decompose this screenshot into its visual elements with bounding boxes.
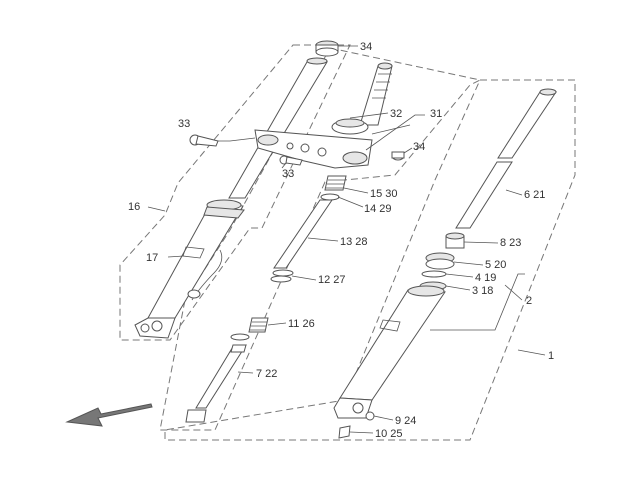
bushing-8-23 (445, 232, 465, 249)
callout-2: 2 (526, 295, 532, 307)
callout-11-26: 11 26 (288, 318, 315, 330)
callout-17: 17 (146, 252, 158, 264)
spring-seat-15-30 (324, 175, 347, 191)
bolt-33-bottom (279, 155, 303, 166)
top-cap-bolt (315, 40, 339, 57)
bolt-33-left (189, 134, 219, 147)
callout-9-24: 9 24 (395, 415, 416, 427)
callout-1: 1 (548, 350, 554, 362)
callout-7-22: 7 22 (256, 368, 277, 380)
right-outer-tube (333, 285, 446, 419)
callout-15-30: 15 30 (370, 188, 398, 200)
bolt-34-right (391, 151, 405, 161)
callout-33-bottom: 33 (282, 168, 294, 180)
bolt-9-24 (365, 411, 375, 421)
callout-34-top: 34 (360, 41, 372, 53)
front-direction-arrow-icon (65, 403, 153, 427)
left-inner-tube (228, 57, 328, 199)
callout-10-25: 10 25 (375, 428, 403, 440)
callout-14-29: 14 29 (364, 203, 392, 215)
damper-rod-13-28 (273, 199, 333, 269)
leader-lines (147, 45, 546, 434)
callout-13-28: 13 28 (340, 236, 368, 248)
callout-31: 31 (430, 108, 442, 120)
callout-5-20: 5 20 (485, 259, 506, 271)
callout-4-19: 4 19 (475, 272, 496, 284)
lower-bracket (254, 129, 373, 169)
clip-4-19 (421, 270, 447, 278)
callout-34-right: 34 (413, 141, 425, 153)
callout-12-27: 12 27 (318, 274, 346, 286)
spring-11-26 (248, 317, 269, 333)
right-fork-leg-group-outline (164, 79, 576, 441)
callout-6-21: 6 21 (524, 189, 545, 201)
right-inner-tube-6-21 (455, 88, 557, 229)
callout-16: 16 (128, 201, 140, 213)
steering-stem (331, 62, 393, 135)
oil-seal-5-20 (425, 252, 455, 270)
left-outer-tube (134, 199, 245, 339)
callout-8-23: 8 23 (500, 237, 521, 249)
washer-10-25 (338, 425, 351, 439)
washer-14-29 (320, 193, 340, 201)
ring-12-27 (270, 269, 294, 283)
callout-33-left: 33 (178, 118, 190, 130)
callout-32: 32 (390, 108, 402, 120)
inner-rod-7-22 (185, 333, 250, 423)
callout-3-18: 3 18 (472, 285, 493, 297)
